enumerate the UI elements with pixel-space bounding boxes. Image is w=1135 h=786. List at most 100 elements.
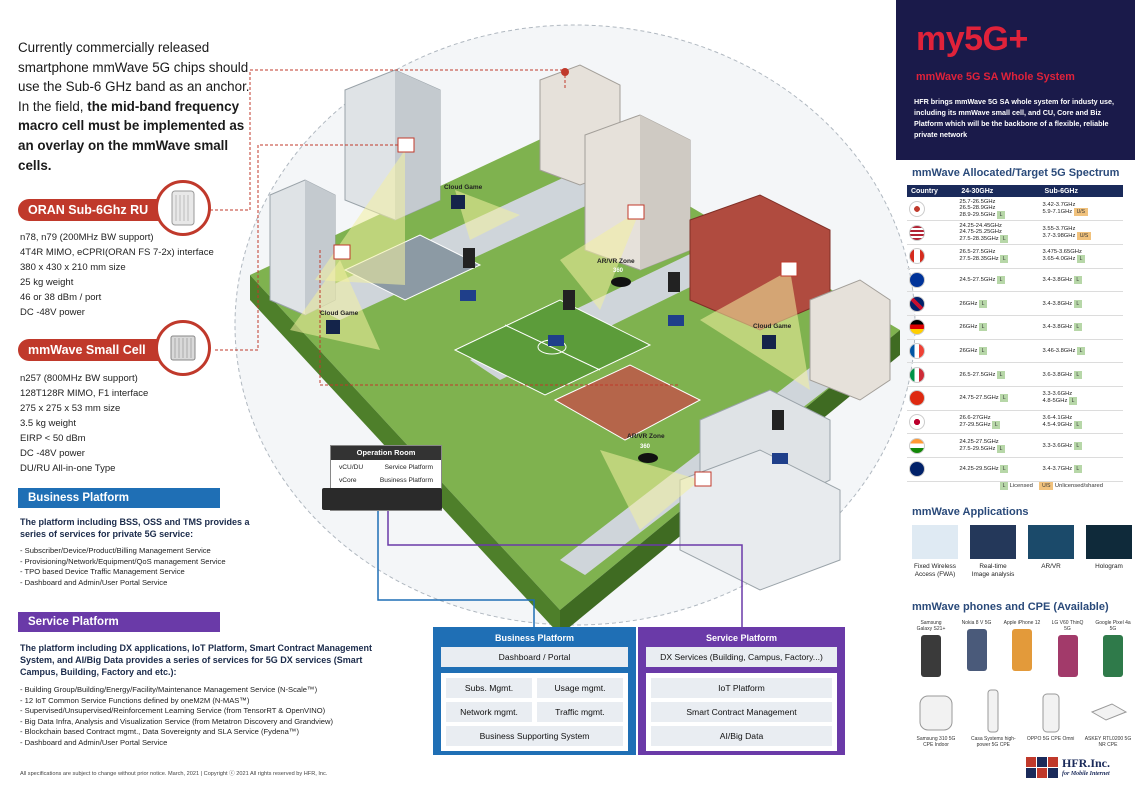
- list-item: - TPO based Device Traffic Management Se…: [20, 567, 185, 577]
- spectrum-sub6-cell: 3.42-3.7GHz 5.9-7.1GHz U/S: [1040, 197, 1123, 222]
- business-platform-desc: The platform including BSS, OSS and TMS …: [20, 517, 250, 539]
- iot-platform-box: IoT Platform: [651, 678, 832, 698]
- spectrum-sub6-cell: 3.3-3.6GHz L: [1040, 433, 1123, 459]
- licensed-badge: L: [1000, 465, 1009, 474]
- list-item: - Supervised/Unsupervised/Reinforcement …: [20, 706, 326, 716]
- licensed-badge: L: [997, 275, 1006, 284]
- unlicensed-badge: U/S: [1077, 231, 1092, 240]
- mmwave-cell-title: mmWave Small Cell: [18, 339, 188, 361]
- brand-title: my5G+: [916, 20, 1028, 58]
- phone-label: Nokia 8 V 5G: [961, 620, 992, 626]
- phones-title: mmWave phones and CPE (Available): [912, 601, 1109, 613]
- licensed-badge: L: [997, 370, 1006, 379]
- usage-mgmt-box: Usage mgmt.: [537, 678, 623, 698]
- cpe-icon: [1084, 688, 1132, 734]
- ai-big-data-box: AI/Big Data: [651, 726, 832, 746]
- intro-bold: the mid-band frequency macro cell must b…: [18, 98, 245, 173]
- vr-badge: 360: [613, 268, 624, 274]
- brand-header: my5G+ mmWave 5G SA Whole System HFR brin…: [896, 0, 1135, 160]
- intro-text: Currently commercially released smartpho…: [18, 38, 258, 175]
- ops-service-platform: Service Platform: [384, 464, 433, 471]
- spectrum-sub6-cell: 3.46-3.8GHz L: [1040, 339, 1123, 364]
- app-label: Fixed Wireless Access (FWA): [914, 563, 956, 578]
- list-item: - Dashboard and Admin/User Portal Servic…: [20, 737, 168, 747]
- app-arvr: AR/VR: [1028, 525, 1074, 579]
- phone-item: Google Pixel 4a 5G: [1094, 620, 1132, 677]
- flag-it-icon: [909, 366, 925, 383]
- cpe-item: OPPO 5G CPE Omni: [1027, 688, 1075, 748]
- sp-inner: IoT Platform Smart Contract Management A…: [646, 673, 837, 751]
- licensed-swatch: L: [1000, 482, 1008, 490]
- flag-cn-icon: [909, 390, 925, 407]
- unlicensed-label: Unlicensed/shared: [1054, 483, 1103, 489]
- licensed-badge: L: [1000, 234, 1009, 243]
- spec-line: 25 kg weight: [20, 277, 74, 288]
- scene-label: Cloud Game: [444, 184, 483, 191]
- spec-line: 275 x 275 x 53 mm size: [20, 403, 121, 414]
- server-rack-icon: [322, 488, 442, 510]
- vr-badge: 360: [640, 444, 651, 450]
- mmwave-range: 26GHz: [959, 324, 980, 331]
- scene-label: AR/VR Zone: [597, 258, 635, 265]
- flag-eu-icon: [909, 271, 925, 288]
- sub6-range: 3.4-3.8GHz: [1042, 324, 1074, 331]
- sub6-range: 3.4-3.7GHz: [1042, 466, 1074, 473]
- licensed-badge: L: [979, 346, 988, 355]
- scene-label: AR/VR Zone: [627, 433, 665, 440]
- applications-title: mmWave Applications: [912, 506, 1029, 518]
- mmwave-range: 24.75-27.5GHz: [959, 395, 1001, 402]
- spectrum-mmwave-cell: 24.5-27.5GHz L: [957, 268, 1041, 293]
- flag-in-icon: [909, 437, 925, 454]
- scene-label: Cloud Game: [753, 323, 792, 330]
- licensed-badge: L: [1077, 346, 1086, 355]
- cpe-icon: [912, 688, 960, 734]
- spectrum-title: mmWave Allocated/Target 5G Spectrum: [912, 167, 1120, 179]
- cpe-item: ASKEY RTL0200 5G NR CPE: [1084, 688, 1132, 748]
- sub6-range: 3.42-3.7GHz 5.9-7.1GHz: [1042, 201, 1076, 215]
- spectrum-country-cell: [907, 457, 958, 482]
- spectrum-country-cell: [907, 268, 958, 293]
- spec-line: EIRP < 50 dBm: [20, 433, 86, 444]
- cpe-row: Samsung 310 5G CPE Indoor Casa Systems h…: [912, 688, 1132, 748]
- mmwave-range: 24.25-27.5GHz 27.5-29.5GHz: [959, 438, 999, 452]
- spectrum-sub6-cell: 3.3-3.6GHz 4.8-5GHz L: [1040, 386, 1123, 411]
- sub6-range: 3.4-3.8GHz: [1042, 300, 1074, 307]
- scene-label: Cloud Game: [320, 310, 359, 317]
- service-platform-panel-title: Service Platform: [705, 633, 778, 643]
- licensed-badge: L: [1073, 421, 1082, 430]
- spectrum-legend: L Licensed U/S Unlicensed/shared: [1000, 482, 1103, 490]
- unlicensed-swatch: U/S: [1039, 482, 1054, 490]
- spectrum-country-cell: [907, 433, 958, 459]
- spec-line: 3.5 kg weight: [20, 418, 76, 429]
- sub6-range: 3.4-3.8GHz: [1042, 276, 1074, 283]
- spectrum-country-cell: [907, 386, 958, 411]
- list-item: - 12 IoT Common Service Functions define…: [20, 695, 250, 705]
- spectrum-country-cell: [907, 362, 958, 387]
- list-item: - Big Data Infra, Analysis and Visualiza…: [20, 716, 334, 726]
- col-country: Country: [907, 185, 958, 197]
- list-item: - Provisioning/Network/Equipment/QoS man…: [20, 556, 226, 566]
- licensed-badge: L: [979, 323, 988, 332]
- spec-line: DU/RU All-in-one Type: [20, 463, 116, 474]
- image-analysis-icon: [970, 525, 1016, 559]
- flag-ca-icon: [909, 248, 925, 265]
- spectrum-sub6-cell: 3.4-3.8GHz L: [1040, 291, 1123, 316]
- applications-row: Fixed Wireless Access (FWA) Real-time Im…: [912, 525, 1132, 579]
- cpe-icon: [1027, 688, 1075, 734]
- hfr-logo-icon: [1026, 757, 1058, 784]
- flag-gb-icon: [909, 295, 925, 312]
- spectrum-mmwave-cell: 24.25-24.45GHz 24.75-25.25GHz 27.5-28.35…: [957, 220, 1041, 245]
- network-mgmt-box: Network mgmt.: [446, 702, 532, 722]
- app-hologram: Hologram: [1086, 525, 1132, 579]
- spec-line: DC -48V power: [20, 448, 85, 459]
- licensed-badge: L: [992, 421, 1001, 430]
- licensed-badge: L: [1073, 275, 1082, 284]
- spec-line: 46 or 38 dBm / port: [20, 292, 102, 303]
- cpe-item: Samsung 310 5G CPE Indoor: [912, 688, 960, 748]
- mmwave-cell-specs: n257 (800MHz BW support) 128T128R MIMO, …: [20, 371, 148, 476]
- phone-icon: [1012, 629, 1032, 671]
